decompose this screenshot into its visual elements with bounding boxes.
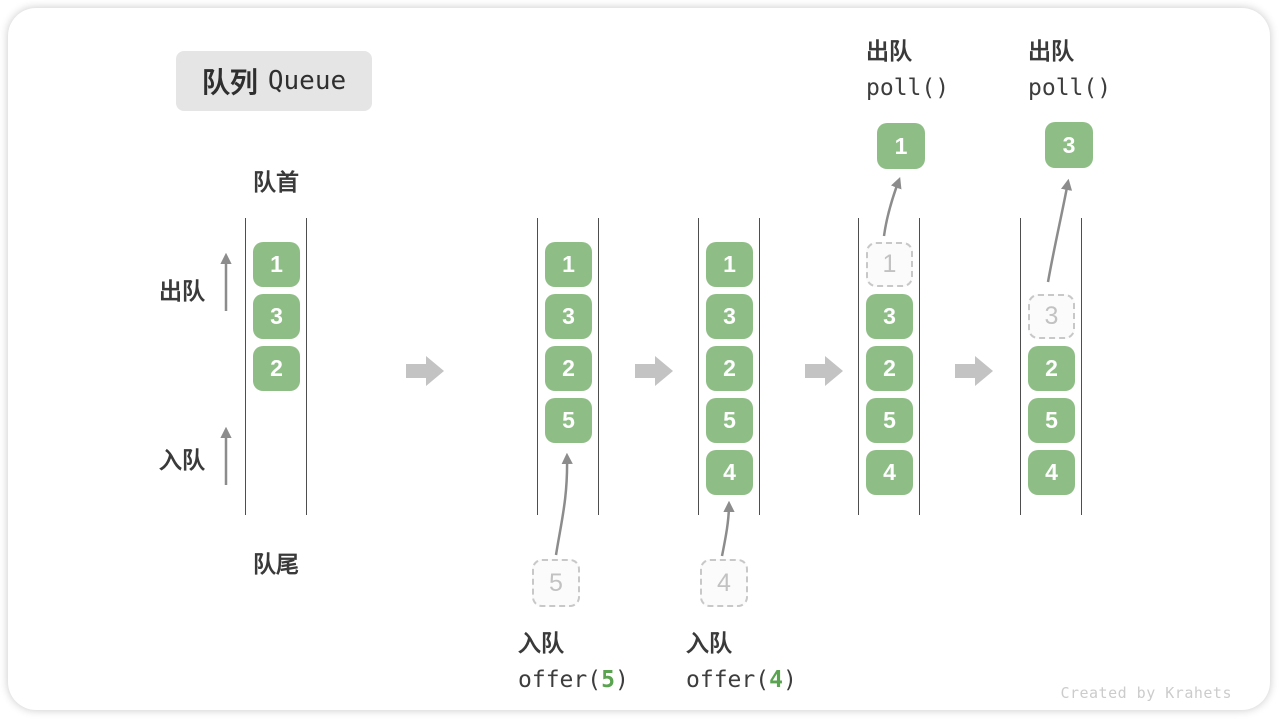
operation-call: poll() xyxy=(1028,75,1112,101)
queue-item: 5 xyxy=(866,398,913,443)
dequeue-side-label: 出队 xyxy=(159,278,205,304)
step-arrow-icon xyxy=(635,356,673,386)
queue-item: 2 xyxy=(1028,346,1075,391)
queue-column-4: 1 3 2 5 4 xyxy=(858,218,920,515)
queue-item: 5 xyxy=(1028,398,1075,443)
queue-rear-label: 队尾 xyxy=(253,551,299,577)
queue-item: 4 xyxy=(866,450,913,495)
popped-item-box: 1 xyxy=(877,123,925,169)
operation-call: poll() xyxy=(866,75,950,101)
title-english: Queue xyxy=(267,66,347,96)
dequeue-operation-label: 出队 poll() xyxy=(1028,32,1111,101)
queue-column-2: 1 3 2 5 xyxy=(537,218,599,515)
queue-column-3: 1 3 2 5 4 xyxy=(698,218,760,515)
title-chinese: 队列 xyxy=(201,67,258,98)
queue-item: 2 xyxy=(253,346,300,391)
dequeue-operation-label: 出队 poll() xyxy=(866,32,949,101)
operation-call: offer(5) xyxy=(518,667,629,693)
enqueue-operation-label: 入队 offer(4) xyxy=(686,624,797,693)
removed-item-ghost: 1 xyxy=(866,242,913,287)
queue-item: 1 xyxy=(253,242,300,287)
step-arrow-icon xyxy=(406,356,444,386)
call-text: offer( xyxy=(686,667,770,693)
queue-item: 3 xyxy=(253,294,300,339)
credit-text: Created by Krahets xyxy=(1060,684,1232,702)
enqueue-operation-label: 入队 offer(5) xyxy=(518,624,629,693)
incoming-item-box: 4 xyxy=(700,559,748,607)
enqueue-side-label: 入队 xyxy=(159,447,205,473)
queue-item: 1 xyxy=(545,242,592,287)
operation-name: 入队 xyxy=(518,630,564,656)
queue-item: 3 xyxy=(545,294,592,339)
queue-item: 2 xyxy=(545,346,592,391)
queue-item: 2 xyxy=(866,346,913,391)
queue-item: 1 xyxy=(706,242,753,287)
queue-item: 3 xyxy=(706,294,753,339)
queue-item: 3 xyxy=(866,294,913,339)
queue-item: 4 xyxy=(1028,450,1075,495)
operation-name: 入队 xyxy=(686,630,732,656)
arrows-overlay xyxy=(220,176,1073,557)
queue-column-5: 3 2 5 4 xyxy=(1020,218,1082,515)
title-box: 队列 Queue xyxy=(176,51,372,111)
call-arg: 5 xyxy=(601,667,615,693)
queue-front-label: 队首 xyxy=(253,169,299,195)
queue-item: 2 xyxy=(706,346,753,391)
step-arrow-icon xyxy=(805,356,843,386)
queue-column-1: 1 3 2 xyxy=(245,218,307,515)
queue-item: 5 xyxy=(545,398,592,443)
operation-name: 出队 xyxy=(1028,38,1074,64)
step-arrow-icon xyxy=(955,356,993,386)
call-text: ) xyxy=(782,667,797,693)
queue-item: 4 xyxy=(706,450,753,495)
operation-name: 出队 xyxy=(866,38,912,64)
queue-item: 5 xyxy=(706,398,753,443)
call-text: offer( xyxy=(518,667,602,693)
popped-item-box: 3 xyxy=(1045,122,1093,168)
call-arg: 4 xyxy=(769,667,783,693)
diagram-card: 队列 Queue 队首 队尾 出队 入队 xyxy=(8,8,1270,710)
removed-item-ghost: 3 xyxy=(1028,294,1075,339)
call-text: ) xyxy=(614,667,629,693)
incoming-item-box: 5 xyxy=(532,559,580,607)
operation-call: offer(4) xyxy=(686,667,797,693)
